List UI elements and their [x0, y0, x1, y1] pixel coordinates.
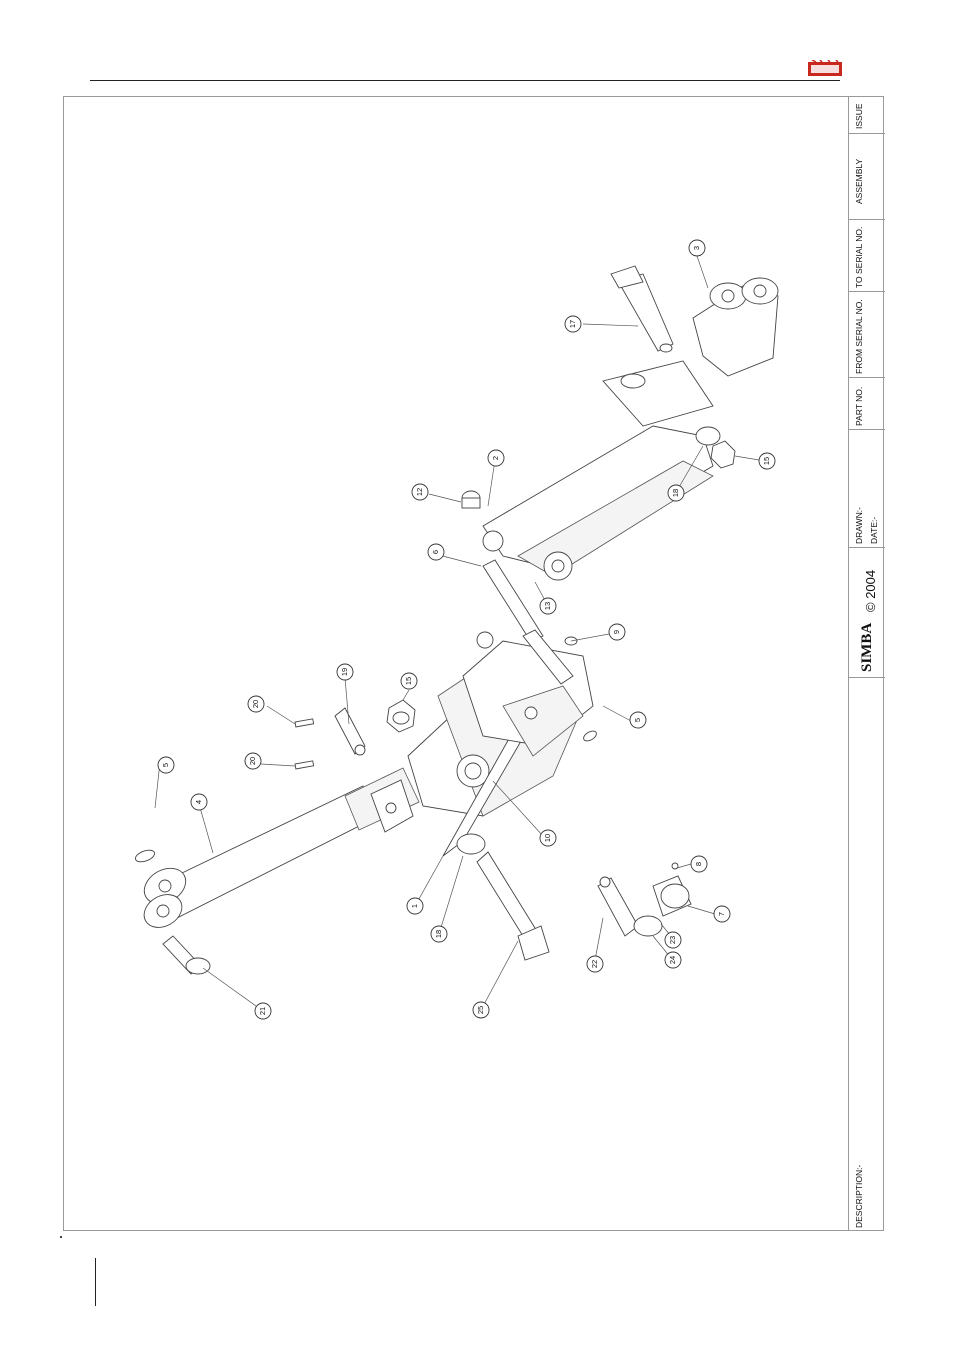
callout-5-right: 5 — [630, 712, 646, 728]
callout-10: 10 — [540, 830, 556, 846]
nut-15-right — [711, 441, 735, 468]
callout-18-left: 18 — [431, 926, 447, 942]
callout-18-right: 18 — [668, 485, 684, 501]
assembly-cell: ASSEMBLY — [849, 134, 885, 220]
bolt-17 — [611, 266, 673, 352]
drawn-date-cell: DRAWN:- DATE:- — [849, 430, 885, 548]
hitch-assembly — [598, 863, 691, 936]
issue-label: ISSUE — [854, 103, 864, 129]
svg-text:10: 10 — [543, 834, 552, 842]
svg-text:18: 18 — [434, 930, 443, 938]
to-serial-cell: TO SERIAL NO. — [849, 220, 885, 292]
hydraulic-cylinder — [134, 768, 419, 934]
part-no-label: PART NO. — [854, 387, 864, 426]
svg-text:2: 2 — [491, 456, 500, 460]
pins-19-20 — [295, 708, 365, 769]
callout-12: 12 — [412, 484, 428, 500]
svg-text:21: 21 — [258, 1007, 267, 1015]
callout-13: 13 — [540, 598, 556, 614]
footer-rule — [95, 1258, 96, 1306]
callout-1: 1 — [407, 898, 423, 914]
part-no-cell: PART NO. — [849, 378, 885, 430]
svg-text:24: 24 — [668, 956, 677, 964]
copyright-text: © 2004 — [863, 570, 878, 612]
corner-mark — [60, 1236, 62, 1238]
from-serial-label: FROM SERIAL NO. — [854, 299, 864, 374]
svg-text:8: 8 — [694, 862, 703, 866]
header-rule — [90, 80, 840, 81]
callout-15-right: 15 — [759, 453, 775, 469]
nut-15-left — [387, 700, 415, 732]
from-serial-cell: FROM SERIAL NO. — [849, 292, 885, 378]
svg-text:3: 3 — [692, 246, 701, 250]
svg-text:12: 12 — [415, 488, 424, 496]
plate-3 — [693, 278, 778, 376]
callout-19: 19 — [337, 664, 353, 680]
svg-text:5: 5 — [633, 718, 642, 722]
callout-9: 9 — [609, 624, 625, 640]
svg-text:5: 5 — [161, 763, 170, 767]
callout-6: 6 — [428, 544, 444, 560]
svg-text:13: 13 — [543, 602, 552, 610]
svg-text:23: 23 — [668, 936, 677, 944]
to-serial-label: TO SERIAL NO. — [854, 227, 864, 288]
title-block: ISSUE ASSEMBLY TO SERIAL NO. FROM SERIAL… — [848, 96, 884, 1231]
callout-4: 4 — [191, 794, 207, 810]
callout-3: 3 — [689, 240, 705, 256]
svg-text:7: 7 — [717, 912, 726, 916]
svg-text:15: 15 — [404, 677, 413, 685]
assembly-label: ASSEMBLY — [854, 159, 864, 204]
issue-cell: ISSUE — [849, 96, 885, 134]
bolt-25 — [457, 834, 549, 960]
callout-24: 24 — [665, 952, 681, 968]
svg-text:17: 17 — [568, 320, 577, 328]
callout-5-left: 5 — [158, 757, 174, 773]
callout-2: 2 — [488, 450, 504, 466]
exploded-assembly-drawing: 5 4 21 20 20 19 15 1 18 25 10 5 9 6 13 2… — [63, 96, 848, 1231]
callout-20-top: 20 — [248, 696, 264, 712]
callout-7: 7 — [714, 906, 730, 922]
svg-text:1: 1 — [410, 904, 419, 908]
svg-text:20: 20 — [248, 757, 257, 765]
svg-text:4: 4 — [194, 800, 203, 804]
callout-21: 21 — [255, 1003, 271, 1019]
svg-text:6: 6 — [431, 550, 440, 554]
svg-text:19: 19 — [340, 668, 349, 676]
svg-text:25: 25 — [476, 1006, 485, 1014]
svg-text:20: 20 — [251, 700, 260, 708]
callout-17: 17 — [565, 316, 581, 332]
callout-20-bottom: 20 — [245, 753, 261, 769]
callout-15-left: 15 — [401, 673, 417, 689]
simba-logo — [808, 60, 842, 78]
title-logo: SIMBA — [859, 623, 876, 672]
svg-text:9: 9 — [612, 630, 621, 634]
callout-23: 23 — [665, 932, 681, 948]
date-label: DATE:- — [869, 517, 879, 544]
arm-2 — [483, 361, 720, 580]
logo-cell: SIMBA © 2004 — [849, 548, 885, 678]
callout-22: 22 — [587, 956, 603, 972]
callout-25: 25 — [473, 1002, 489, 1018]
description-cell: DESCRIPTION:- — [849, 678, 885, 1231]
svg-text:18: 18 — [671, 489, 680, 497]
callout-8: 8 — [691, 856, 707, 872]
bushing-12 — [462, 491, 480, 508]
svg-text:22: 22 — [590, 960, 599, 968]
svg-text:15: 15 — [762, 457, 771, 465]
drawn-label: DRAWN:- — [854, 507, 864, 544]
description-label: DESCRIPTION:- — [854, 1165, 864, 1228]
